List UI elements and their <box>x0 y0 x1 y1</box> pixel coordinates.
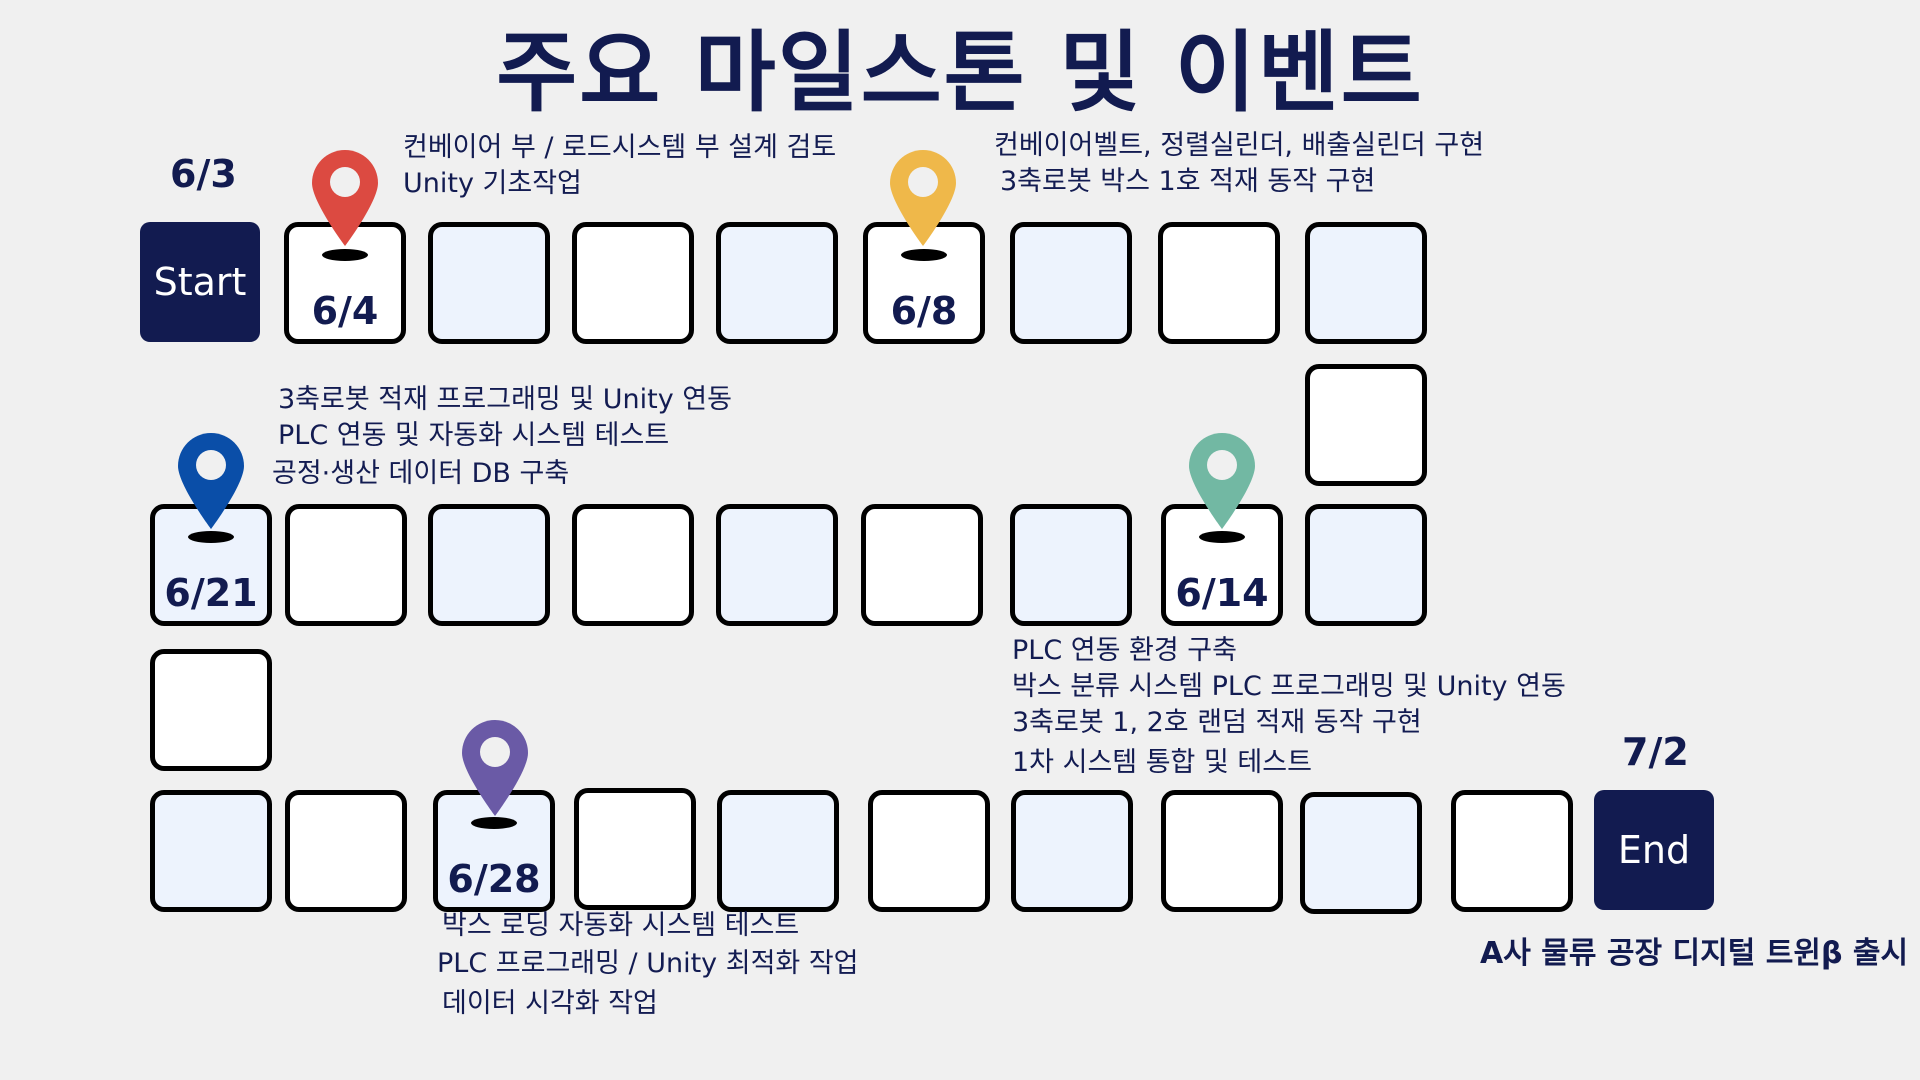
map-pin-purple-icon <box>462 720 528 816</box>
pin-shadow <box>901 249 947 261</box>
note-line: 박스 로딩 자동화 시스템 테스트 <box>442 910 800 941</box>
board-tile-milestone-6-21: 6/21 <box>150 504 272 626</box>
note-line: 컨베이어 부 / 로드시스템 부 설계 검토 <box>403 132 837 163</box>
pin-shadow <box>188 531 234 543</box>
map-pin-blue-icon <box>178 433 244 529</box>
board-tile <box>574 788 696 910</box>
note-line: 공정·생산 데이터 DB 구축 <box>272 458 570 489</box>
board-tile <box>717 790 839 912</box>
board-tile <box>428 504 550 626</box>
note-line: 박스 분류 시스템 PLC 프로그래밍 및 Unity 연동 <box>1012 671 1566 702</box>
start-tile: Start <box>140 222 260 342</box>
board-tile <box>428 222 550 344</box>
milestone-date: 6/28 <box>447 857 541 901</box>
board-tile <box>150 649 272 771</box>
board-tile <box>1010 504 1132 626</box>
note-line: 3축로봇 박스 1호 적재 동작 구현 <box>1000 166 1376 197</box>
board-tile <box>716 504 838 626</box>
board-tile <box>1011 790 1133 912</box>
milestone-date: 6/4 <box>311 289 379 333</box>
note-line: 컨베이어벨트, 정렬실린더, 배출실린더 구현 <box>994 130 1485 161</box>
map-pin-red-icon <box>312 150 378 246</box>
board-tile <box>1305 504 1427 626</box>
end-tile: End <box>1594 790 1714 910</box>
board-tile <box>1010 222 1132 344</box>
board-tile <box>1300 792 1422 914</box>
pin-shadow <box>1199 531 1245 543</box>
end-label: End <box>1617 828 1691 872</box>
board-tile <box>1158 222 1280 344</box>
note-line: 3축로봇 1, 2호 랜덤 적재 동작 구현 <box>1012 707 1422 738</box>
start-date: 6/3 <box>170 152 237 196</box>
page-title: 주요 마일스톤 및 이벤트 <box>496 21 1424 124</box>
board-tile <box>285 790 407 912</box>
note-line: PLC 연동 및 자동화 시스템 테스트 <box>278 420 670 451</box>
board-tile <box>572 222 694 344</box>
release-caption: A사 물류 공장 디지털 트윈β 출시 <box>1480 936 1909 971</box>
note-line: 1차 시스템 통합 및 테스트 <box>1012 747 1312 778</box>
board-tile <box>1161 790 1283 912</box>
board-tile <box>150 790 272 912</box>
board-tile <box>1305 364 1427 486</box>
pin-shadow <box>471 817 517 829</box>
milestone-notes-6-8: 컨베이어벨트, 정렬실린더, 배출실린더 구현 3축로봇 박스 1호 적재 동작… <box>994 128 1484 200</box>
note-line: 데이터 시각화 작업 <box>442 988 658 1019</box>
board-tile <box>861 504 983 626</box>
milestone-notes-6-28: 박스 로딩 자동화 시스템 테스트 PLC 프로그래밍 / Unity 최적화 … <box>437 908 859 1022</box>
map-pin-teal-icon <box>1189 433 1255 529</box>
board-tile <box>572 504 694 626</box>
milestone-notes-6-14: PLC 연동 환경 구축 박스 분류 시스템 PLC 프로그래밍 및 Unity… <box>1012 633 1566 781</box>
map-pin-yellow-icon <box>890 150 956 246</box>
milestone-date: 6/21 <box>164 571 258 615</box>
board-tile <box>1451 790 1573 912</box>
milestone-date: 6/8 <box>890 289 958 333</box>
note-line: PLC 연동 환경 구축 <box>1012 635 1237 666</box>
note-line: PLC 프로그래밍 / Unity 최적화 작업 <box>437 948 859 979</box>
milestone-notes-6-21: 3축로봇 적재 프로그래밍 및 Unity 연동 PLC 연동 및 자동화 시스… <box>272 382 732 492</box>
pin-shadow <box>322 249 368 261</box>
board-tile <box>1305 222 1427 344</box>
end-date: 7/2 <box>1622 730 1689 774</box>
milestone-date: 6/14 <box>1175 571 1269 615</box>
board-tile <box>285 504 407 626</box>
note-line: 3축로봇 적재 프로그래밍 및 Unity 연동 <box>278 384 732 415</box>
start-label: Start <box>153 260 247 304</box>
note-line: Unity 기초작업 <box>403 168 582 199</box>
board-tile <box>868 790 990 912</box>
board-tile <box>716 222 838 344</box>
milestone-notes-6-4: 컨베이어 부 / 로드시스템 부 설계 검토 Unity 기초작업 <box>403 130 836 202</box>
